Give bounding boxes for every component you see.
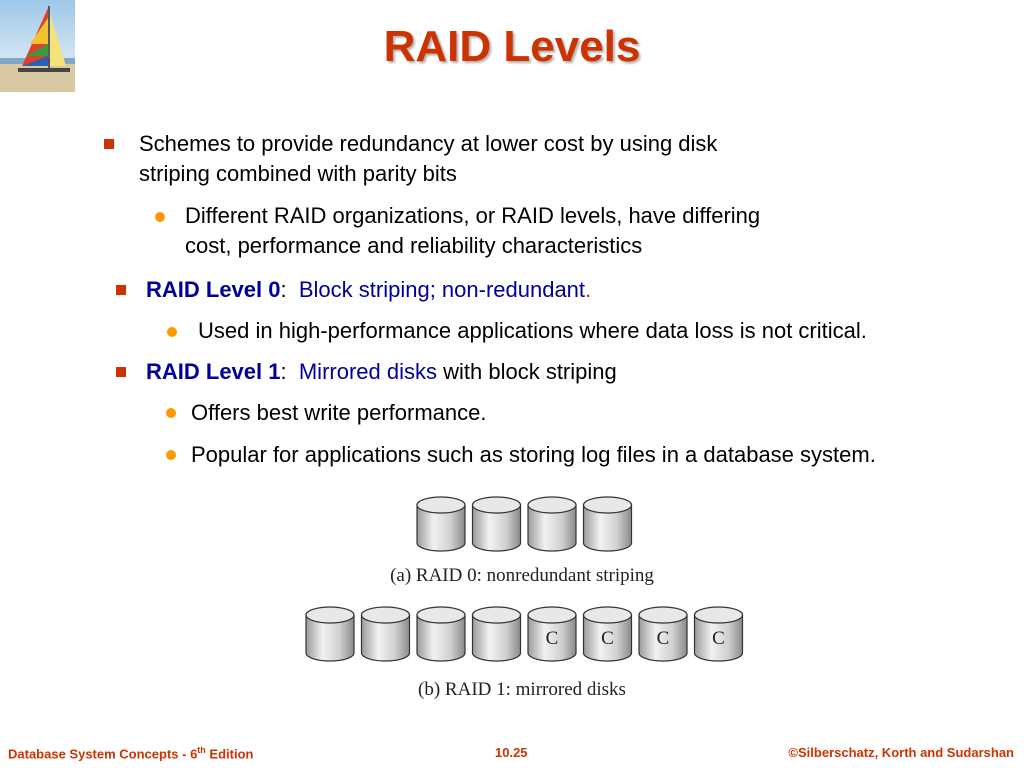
- square-bullet-icon: [116, 285, 126, 295]
- raid-1-rest: with block striping: [437, 359, 617, 384]
- round-bullet-icon: [166, 408, 176, 418]
- slide-title: RAID Levels: [383, 22, 641, 71]
- disk-icon: [360, 606, 411, 662]
- disk-icon: [582, 496, 633, 552]
- copy-disk-label: C: [601, 628, 614, 649]
- round-bullet-icon: [155, 212, 165, 222]
- round-bullet-icon: [167, 327, 177, 337]
- bullet-raid-1: RAID Level 1: Mirrored disks with block …: [146, 357, 617, 387]
- raid-1-colon: :: [280, 359, 287, 384]
- square-bullet-icon: [104, 139, 114, 149]
- bullet-raid-1-sub-1: Offers best write performance.: [191, 400, 487, 425]
- disk-icon: [471, 496, 522, 552]
- footer-book-title-suffix: Edition: [205, 746, 254, 762]
- raid-0-description: Block striping; non-redundant: [298, 277, 586, 302]
- disk-icon: [305, 606, 355, 662]
- caption-raid-0: (a) RAID 0: nonredundant striping: [390, 565, 654, 586]
- disk-icon: [471, 606, 522, 662]
- disk-icon: [416, 606, 466, 662]
- raid-0-period: .: [585, 277, 592, 302]
- disk-icon: [527, 496, 577, 552]
- mirror-disk-icon: C: [582, 606, 633, 662]
- raid-1-description: Mirrored disks: [298, 359, 437, 384]
- disk-icon: [416, 496, 466, 552]
- footer-book-title: Database System Concepts - 6th Edition: [8, 745, 253, 761]
- square-bullet-icon: [116, 367, 126, 377]
- bullet-1-sub-line-1: Different RAID organizations, or RAID le…: [185, 203, 761, 228]
- raid-1-label: RAID Level 1: [146, 359, 281, 384]
- sailboat-logo-icon: [0, 0, 75, 92]
- round-bullet-icon: [166, 450, 176, 460]
- footer-book-title-prefix: Database System Concepts - 6: [8, 746, 198, 762]
- raid-diagram: (a) RAID 0: nonredundant striping C C C C (…: [305, 496, 744, 700]
- raid-0-colon: :: [280, 277, 287, 302]
- bullet-raid-0-sub: Used in high-performance applications wh…: [198, 318, 867, 343]
- copy-disk-label: C: [712, 628, 725, 649]
- footer-book-title-sup: th: [197, 745, 206, 755]
- footer-copyright: ©Silberschatz, Korth and Sudarshan: [788, 745, 1014, 760]
- mirror-disk-icon: C: [693, 606, 744, 662]
- bullet-1-sub-line-2: cost, performance and reliability charac…: [185, 233, 643, 258]
- bullet-1-line-1: Schemes to provide redundancy at lower c…: [139, 131, 718, 156]
- copy-disk-label: C: [657, 628, 670, 649]
- footer-page-number: 10.25: [495, 745, 528, 760]
- copy-disk-label: C: [546, 628, 559, 649]
- raid-0-label: RAID Level 0: [146, 277, 281, 302]
- bullet-raid-1-sub-2: Popular for applications such as storing…: [191, 442, 876, 467]
- mirror-disk-icon: C: [527, 606, 577, 662]
- mirror-disk-icon: C: [638, 606, 688, 662]
- bullet-raid-0: RAID Level 0: Block striping; non-redund…: [146, 275, 591, 305]
- bullet-1-line-2: striping combined with parity bits: [139, 161, 457, 186]
- caption-raid-1: (b) RAID 1: mirrored disks: [418, 679, 626, 700]
